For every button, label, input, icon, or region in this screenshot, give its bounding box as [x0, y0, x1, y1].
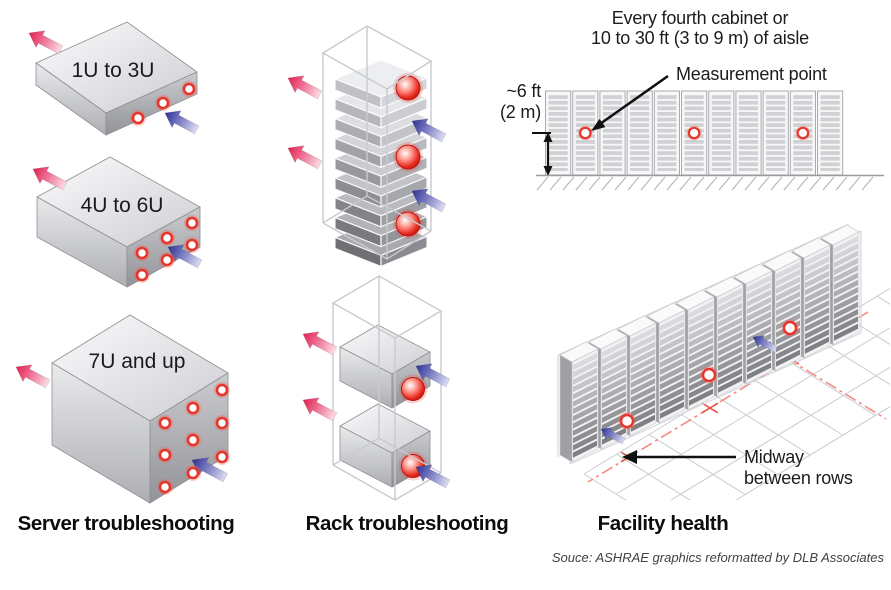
cabinet-vents	[548, 95, 568, 171]
measurement-dot	[796, 126, 810, 140]
box-label: 4U to 6U	[81, 194, 164, 217]
cabinet-vents	[657, 95, 677, 171]
measurement-dot	[156, 96, 170, 110]
arrowhead	[622, 450, 637, 464]
arrowhead-up	[543, 132, 553, 142]
cabinet-vents	[738, 95, 759, 171]
measurement-dot	[215, 450, 229, 464]
hot-air-arrow-icon	[11, 358, 53, 393]
measurement-point-annotation: Measurement point	[591, 64, 827, 131]
facility-rack-tower	[559, 341, 599, 463]
aisle-note-line1: Every fourth cabinet or	[612, 8, 789, 28]
measurement-dots	[129, 80, 198, 127]
measurement-dot	[186, 466, 200, 480]
rack-servers	[298, 275, 453, 501]
box-right-face	[126, 206, 201, 288]
facility-floor	[583, 287, 890, 500]
measurement-dot	[158, 480, 172, 494]
measurement-dot	[182, 82, 196, 96]
midway-label-line1: Midway	[744, 447, 804, 467]
server-box-1u-3u: 1U to 3U	[24, 21, 202, 139]
midway-label-line2: between rows	[744, 468, 853, 488]
box-right-face	[105, 71, 198, 136]
measurement-sphere	[395, 144, 421, 170]
measurement-dots	[133, 214, 201, 284]
aisle-note-line2: 10 to 30 ft (3 to 9 m) of aisle	[591, 28, 809, 48]
measurement-dots	[618, 319, 799, 430]
measurement-sphere	[395, 211, 421, 237]
cabinet-vents	[820, 95, 840, 171]
box-label: 1U to 3U	[72, 59, 155, 82]
measurement-dot	[687, 126, 701, 140]
measurement-dot	[619, 413, 635, 429]
arrowhead-down	[543, 166, 553, 176]
measurement-dot	[131, 111, 145, 125]
rack-row	[559, 224, 860, 463]
measurement-sphere	[401, 377, 425, 401]
box-label: 7U and up	[89, 350, 186, 373]
server-caption: Server troubleshooting	[18, 512, 235, 535]
cabinet-vents	[630, 95, 650, 171]
cabinet-vents	[766, 95, 786, 171]
measurement-dot	[185, 238, 199, 252]
measurement-point-label: Measurement point	[676, 64, 827, 84]
facility-health-panel: Every fourth cabinet or 10 to 30 ft (3 t…	[500, 8, 890, 535]
cabinet-vents	[602, 95, 623, 171]
source-note: Souce: ASHRAE graphics reformatted by DL…	[552, 550, 885, 565]
measurement-dot	[160, 253, 174, 267]
measurement-dot	[186, 401, 200, 415]
ground-hatching	[536, 176, 874, 191]
height-annotation: ~6 ft (2 m)	[500, 81, 553, 176]
server-box-4u-6u: 4U to 6U	[28, 156, 205, 288]
server-box-7u-up: 7U and up	[11, 314, 231, 504]
cabinet-vents	[711, 95, 731, 171]
measurement-dot	[215, 416, 229, 430]
hot-air-arrow-icon	[28, 160, 70, 195]
measurement-sphere	[395, 75, 421, 101]
rack-caption: Rack troubleshooting	[306, 512, 509, 535]
rack-wireframe	[331, 275, 443, 501]
hot-air-arrow-icon	[24, 24, 66, 59]
rack-troubleshooting-panel: Rack troubleshooting	[283, 25, 509, 535]
hot-air-arrow-icon	[283, 69, 325, 104]
arrowhead	[591, 118, 606, 131]
measurement-dot	[160, 231, 174, 245]
measurement-dot	[185, 216, 199, 230]
measurement-dots	[156, 381, 231, 496]
cabinet-row	[545, 90, 844, 176]
measurement-dot	[186, 433, 200, 447]
measurement-dot	[158, 448, 172, 462]
measurement-dot	[135, 268, 149, 282]
rack-tower	[283, 25, 449, 267]
measurement-dots	[393, 73, 423, 239]
server-troubleshooting-panel: 1U to 3U 4U to 6U 7U and up Server troub…	[11, 21, 235, 535]
height-label-line1: ~6 ft	[506, 81, 541, 101]
measurement-dot	[782, 320, 798, 336]
facility-caption: Facility health	[598, 512, 729, 535]
measurement-dot	[578, 126, 592, 140]
measurement-dot	[701, 367, 717, 383]
midway-annotation: Midway between rows	[622, 447, 853, 488]
height-label-line2: (2 m)	[500, 102, 541, 122]
measurement-dots	[577, 125, 811, 141]
measurement-dot	[158, 416, 172, 430]
hot-air-arrow-icon	[283, 139, 325, 174]
measurement-dot	[215, 383, 229, 397]
measurement-dot	[135, 246, 149, 260]
